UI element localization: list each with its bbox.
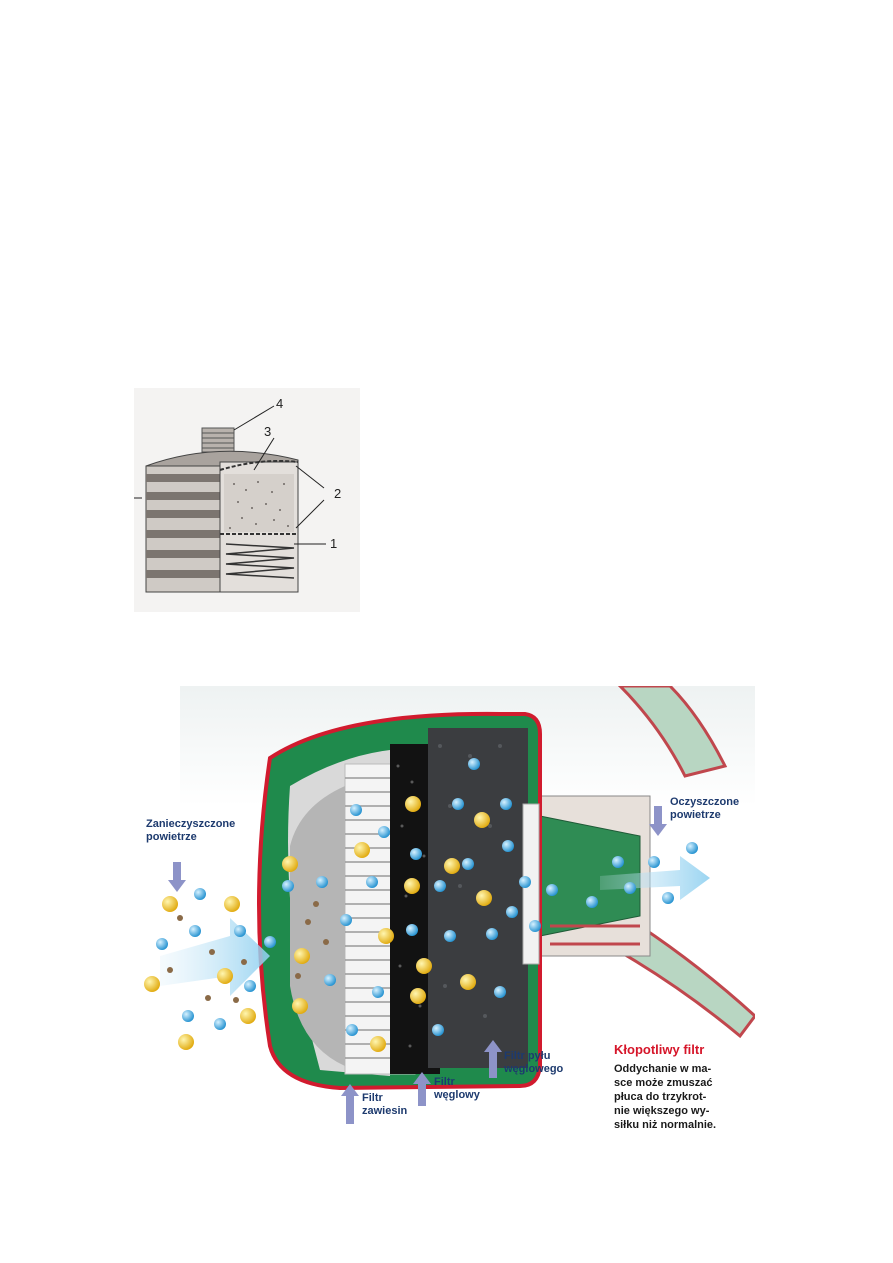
cartridge-cross-section: 4 3 2 1 [134,388,360,612]
cartridge-drawing [134,388,360,612]
clean-air-label: Oczyszczone powietrze [670,796,740,821]
carbon-filter-label: Filtr węglowy [434,1076,480,1101]
filter-illustration: Zanieczyszczone powietrze Oczyszczone po… [140,684,758,1152]
captured-particles [264,758,531,1052]
callout-3: 3 [264,424,272,439]
caption-body: Oddychanie w ma- sce może zmuszać płuca … [614,1063,717,1131]
filter-drawing [144,684,758,1124]
particle-filter-label: Filtr zawiesin [362,1092,408,1117]
callout-1: 1 [330,536,338,551]
callout-2: 2 [334,486,342,501]
clean-air-particles [529,842,698,932]
dirty-air-label: Zanieczyszczone powietrze [146,818,236,843]
label-arrows [168,806,667,1124]
callout-4: 4 [276,396,284,411]
dust-filter-label: Filtr pyłu węglowego [504,1050,564,1075]
ribbed-housing [145,465,221,593]
dirty-air-particles [144,888,256,1050]
caption-title: Kłopotliwy filtr [614,1042,705,1057]
